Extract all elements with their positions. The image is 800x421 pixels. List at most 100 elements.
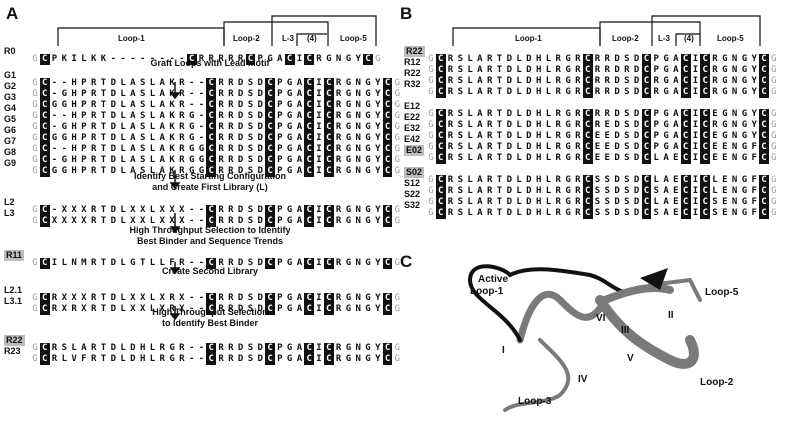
residue: S	[247, 258, 254, 268]
residue: N	[731, 120, 738, 130]
residue: R	[555, 109, 561, 119]
residue: P	[277, 166, 283, 176]
residue: G	[345, 78, 352, 88]
residue: C	[582, 208, 593, 219]
residue: F	[751, 142, 757, 152]
residue: S	[457, 197, 463, 207]
residue: R	[575, 131, 581, 141]
residue: I	[692, 197, 699, 207]
residue: K	[169, 100, 175, 110]
residue: R	[335, 343, 342, 353]
residue: X	[51, 216, 58, 226]
residue: C	[435, 175, 446, 186]
residue: R	[624, 65, 630, 75]
residue: S	[712, 208, 718, 218]
residue: R	[594, 87, 601, 97]
residue: A	[477, 76, 483, 86]
residue: -	[198, 89, 205, 99]
residue: G	[198, 155, 205, 165]
residue: D	[614, 197, 620, 207]
residue: L	[516, 87, 522, 97]
residue: C	[435, 87, 446, 98]
residue: -	[61, 78, 67, 88]
residue: R	[90, 293, 97, 303]
residue: X	[81, 293, 87, 303]
residue: R	[712, 65, 718, 75]
residue: L	[467, 153, 473, 163]
residue: D	[506, 142, 512, 152]
residue: E	[604, 120, 610, 130]
row-label: R22	[4, 335, 25, 346]
residue: X	[81, 205, 87, 215]
residue: C	[759, 54, 769, 65]
residue: G	[345, 89, 352, 99]
residue: -	[130, 54, 136, 64]
residue: C	[39, 133, 50, 144]
residue: L	[149, 144, 156, 154]
residue: D	[110, 166, 116, 176]
residue: G	[428, 87, 434, 97]
residue: G	[345, 122, 352, 132]
residue: G	[428, 120, 434, 130]
residue: S	[457, 175, 463, 185]
residue: D	[633, 197, 640, 207]
residue: L	[120, 144, 126, 154]
residue: C	[641, 208, 652, 219]
residue: L	[545, 208, 552, 218]
residue: C	[382, 166, 393, 177]
active-label: Active	[478, 274, 509, 285]
residue: C	[582, 120, 593, 131]
residue: A	[673, 142, 679, 152]
residue: G	[188, 166, 195, 176]
residue: N	[731, 131, 738, 141]
residue: Y	[375, 258, 381, 268]
residue: P	[81, 122, 87, 132]
residue: C	[39, 144, 50, 155]
residue: C	[759, 208, 769, 219]
residue: Y	[375, 78, 381, 88]
residue: H	[71, 122, 77, 132]
residue: C	[39, 122, 50, 133]
residue: H	[535, 175, 542, 185]
residue: H	[71, 89, 77, 99]
residue: R	[179, 258, 185, 268]
residue: D	[614, 109, 620, 119]
residue: C	[323, 304, 334, 315]
residue: T	[496, 197, 503, 207]
residue: R	[555, 76, 561, 86]
residue: C	[680, 153, 691, 164]
residue: H	[535, 197, 542, 207]
residue: R	[575, 76, 581, 86]
residue: C	[323, 205, 334, 216]
residue: A	[159, 122, 165, 132]
residue: T	[100, 144, 107, 154]
residue: T	[100, 133, 107, 143]
residue: S	[247, 216, 254, 226]
residue: T	[496, 65, 503, 75]
residue: C	[582, 87, 593, 98]
residue: P	[81, 133, 87, 143]
residue: G	[169, 354, 175, 364]
residue: D	[130, 343, 136, 353]
residue: P	[653, 65, 659, 75]
residue: C	[265, 343, 275, 354]
residue: G	[428, 65, 434, 75]
residue: S	[247, 155, 254, 165]
residue: A	[477, 65, 483, 75]
residue: D	[110, 304, 116, 314]
residue: S	[139, 155, 146, 165]
residue: G	[365, 78, 371, 88]
residue: L	[149, 89, 156, 99]
residue: R	[447, 54, 454, 64]
residue: R	[447, 153, 454, 163]
residue: D	[237, 155, 244, 165]
residue: G	[394, 205, 401, 215]
residue: S	[139, 144, 146, 154]
residue: A	[159, 166, 165, 176]
residue: P	[81, 78, 87, 88]
residue: C	[700, 208, 711, 219]
residue: C	[265, 155, 275, 166]
residue: H	[71, 144, 77, 154]
